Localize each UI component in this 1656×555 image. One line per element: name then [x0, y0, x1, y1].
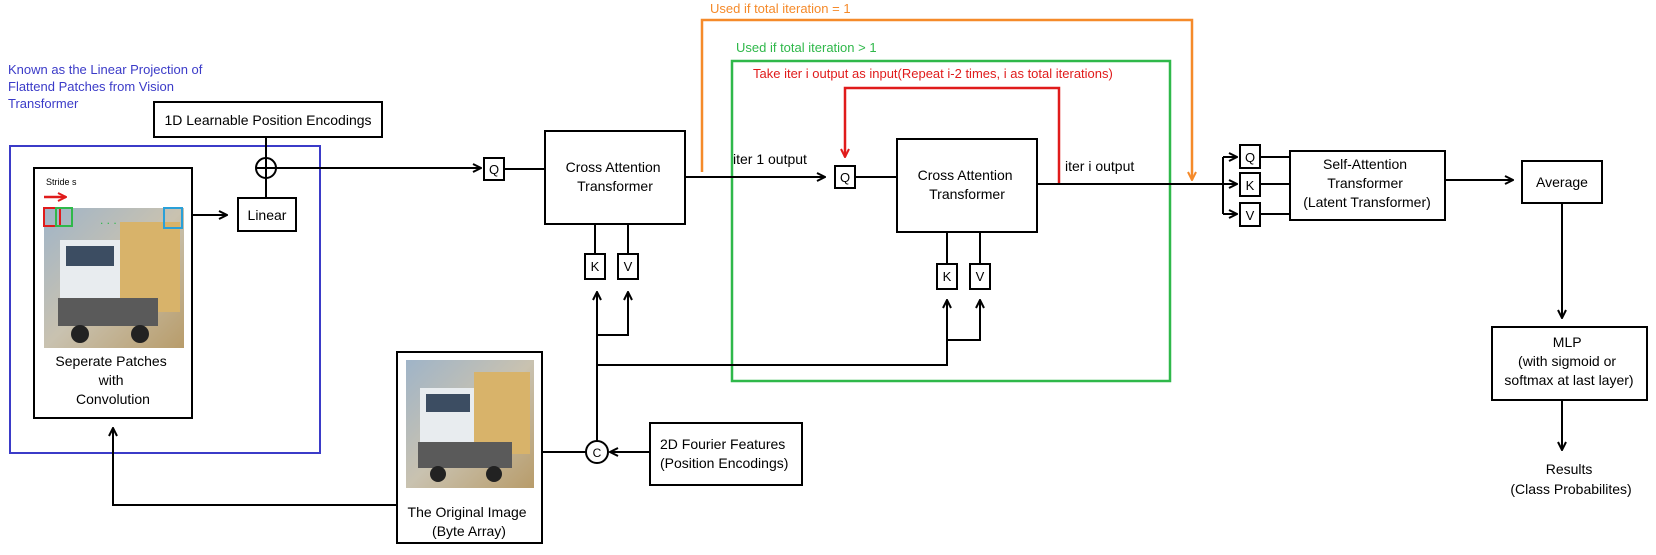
green-loop-label: Used if total iteration > 1	[736, 40, 877, 55]
concat-to-k2-arrow	[597, 300, 947, 366]
cross-attn-2-box	[896, 138, 1038, 233]
results-label: Results (Class Probabilites)	[1510, 461, 1631, 497]
v1-box	[617, 253, 639, 280]
self-attn-box	[1289, 150, 1446, 221]
k2-box	[936, 263, 958, 290]
k1-label: K	[591, 259, 600, 274]
k2-label: K	[943, 269, 952, 284]
recurrence-arrow	[845, 86, 1061, 184]
fourier-label: 2D Fourier Features (Position Encodings)	[660, 436, 789, 471]
image-to-patches-arrow	[113, 428, 397, 506]
patch-green	[55, 207, 73, 227]
concat-to-v2-arrow	[947, 300, 980, 341]
svg-text:C: C	[593, 446, 602, 460]
q2-label: Q	[840, 170, 850, 185]
patch-red	[43, 207, 61, 227]
linear-projection-note: Known as the Linear Projection of Flatte…	[8, 62, 206, 111]
v1-label: V	[624, 259, 633, 274]
patch-cyan	[163, 207, 183, 229]
original-image-label: The Original Image (Byte Array)	[408, 504, 531, 539]
patch-ellipsis: . . .	[100, 213, 117, 227]
self-attn-label: Self-Attention Transformer (Latent Trans…	[1303, 156, 1431, 210]
iteration-one-bypass-arrow	[700, 18, 1192, 180]
average-box	[1521, 160, 1603, 204]
truck-photo-icon	[406, 360, 534, 488]
concat-icon: C	[585, 440, 609, 464]
linear-label: Linear	[248, 207, 287, 223]
pos-enc-1d-box	[153, 101, 383, 138]
red-loop-label: Take iter i output as input(Repeat i-2 t…	[753, 66, 1113, 81]
mlp-box	[1491, 326, 1648, 401]
cross-attn-1-box	[544, 130, 686, 225]
average-label: Average	[1536, 174, 1588, 190]
q1-label: Q	[489, 162, 499, 177]
iteri-output-label: iter i output	[1065, 158, 1134, 174]
mlp-label: MLP (with sigmoid or softmax at last lay…	[1504, 334, 1633, 388]
linear-projection-frame	[9, 145, 321, 454]
fourier-box	[649, 422, 803, 486]
plus-circle-icon	[255, 157, 277, 179]
cross-attn-1-label: Cross Attention Transformer	[566, 159, 665, 194]
patches-label: Seperate Patches with Convolution	[55, 353, 170, 407]
v3-label: V	[1246, 208, 1255, 223]
truck-photo-icon	[44, 208, 184, 348]
iter1-output-label: iter 1 output	[733, 151, 807, 167]
orange-loop-label: Used if total iteration = 1	[710, 1, 851, 16]
pos-enc-1d-label: 1D Learnable Position Encodings	[164, 112, 371, 128]
k3-label: K	[1246, 178, 1255, 193]
k1-box	[584, 253, 606, 280]
v2-box	[969, 263, 991, 290]
concat-to-v1-arrow	[597, 292, 628, 336]
iteration-group-frame	[730, 59, 1172, 383]
q3-label: Q	[1245, 150, 1255, 165]
v2-label: V	[976, 269, 985, 284]
stride-label: Stride s	[46, 177, 77, 187]
cross-attn-2-label: Cross Attention Transformer	[918, 167, 1017, 202]
linear-box	[237, 197, 297, 232]
